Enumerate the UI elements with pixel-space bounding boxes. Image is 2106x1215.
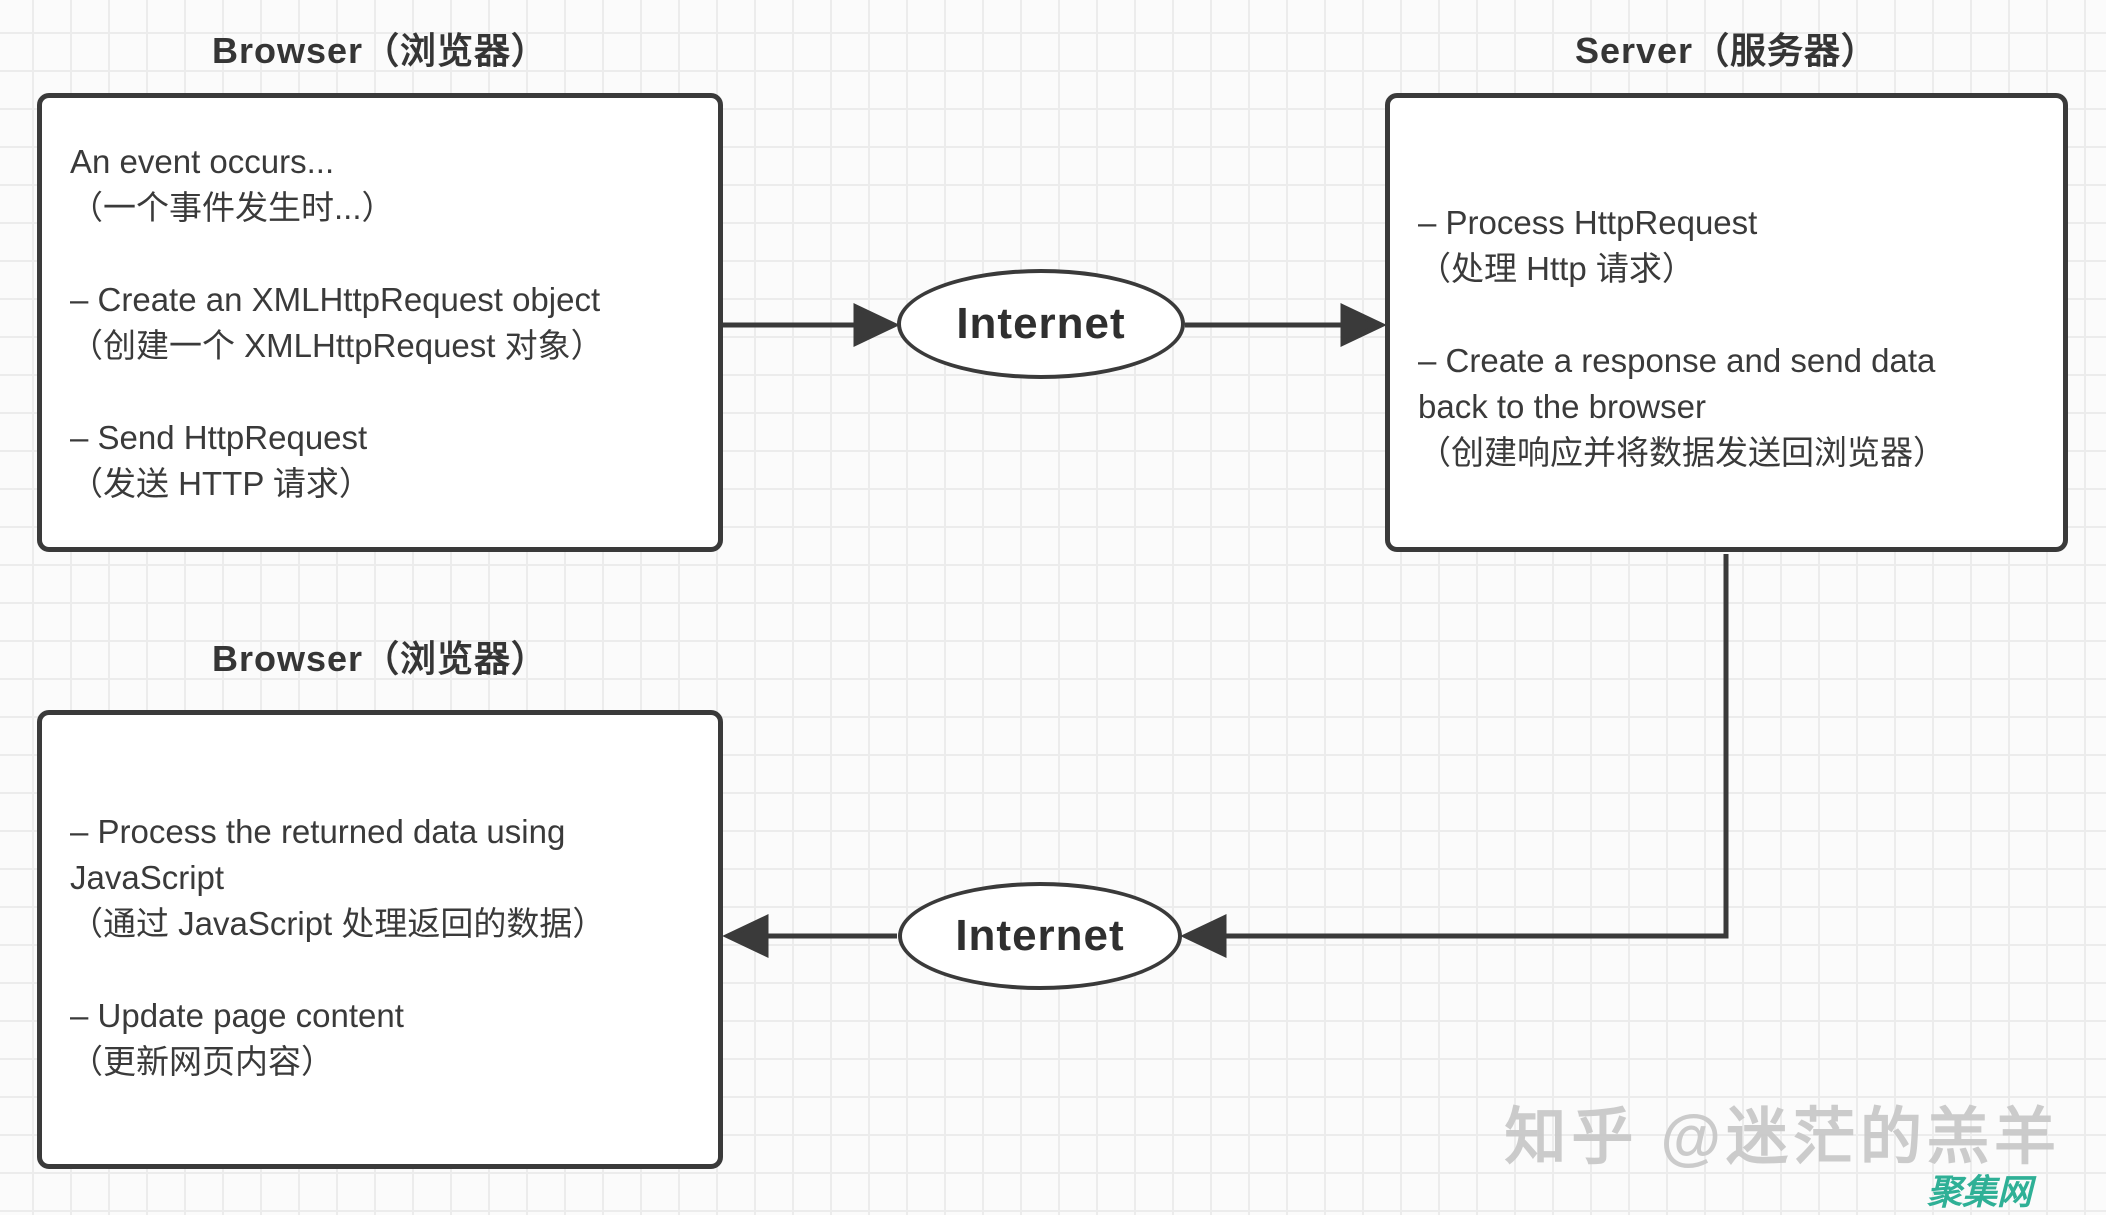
arrow-server-to-internet-head <box>1180 914 1227 958</box>
internet-ellipse-top: Internet <box>897 269 1185 379</box>
browser-bottom-title: Browser（浏览器） <box>211 638 549 679</box>
arrow-server-to-internet-line <box>1224 554 1729 939</box>
server-title: Server（服务器） <box>1574 30 1879 71</box>
server-box: – Process HttpRequest （处理 Http 请求） – Cre… <box>1385 93 2068 552</box>
arrow-internet-to-server-head <box>1340 303 1387 347</box>
browser-top-box: An event occurs... （一个事件发生时...） – Create… <box>37 93 723 552</box>
internet-bottom-label: Internet <box>955 911 1125 960</box>
site-watermark: 聚集网 <box>1926 1173 2032 1212</box>
browser-bottom-box: – Process the returned data using JavaSc… <box>37 710 723 1169</box>
internet-top-label: Internet <box>956 299 1126 348</box>
internet-ellipse-bottom: Internet <box>898 882 1182 990</box>
arrow-browser-to-internet-head <box>853 303 900 347</box>
arrow-internet-to-browser-head <box>722 914 769 958</box>
browser-top-title: Browser（浏览器） <box>211 30 549 71</box>
zhihu-author-watermark: 知乎 @迷茫的羔羊 <box>1504 1103 2061 1172</box>
